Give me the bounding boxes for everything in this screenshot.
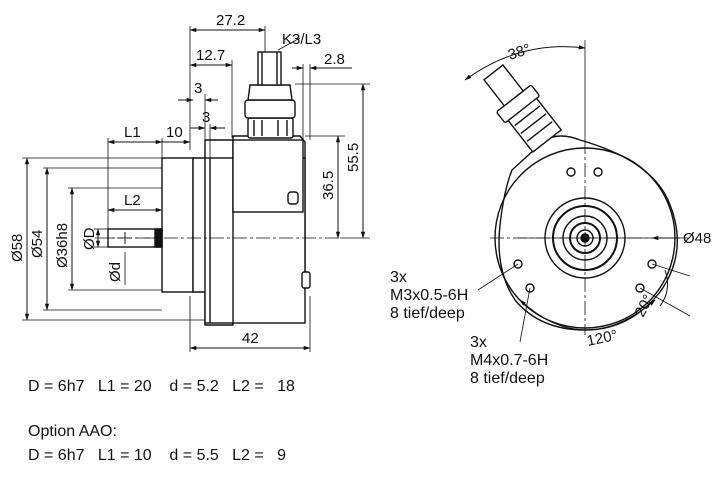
m4-count: 3x [470, 334, 487, 351]
dim-L1: L1 [124, 124, 141, 141]
flange [161, 157, 194, 293]
m4-depth: 8 tief/deep [470, 370, 545, 387]
dia-D: ØD [81, 227, 98, 250]
dim-3-top: 3 [194, 80, 202, 97]
dia-54: Ø54 [29, 230, 46, 258]
dia-36h8: Ø36h8 [54, 223, 71, 268]
m3-depth: 8 tief/deep [390, 305, 465, 322]
spec-standard: D = 6h7 L1 = 20 d = 5.2 L2 = 18 [28, 378, 295, 395]
m3-hole [647, 259, 657, 269]
dim-3-bottom: 3 [202, 109, 210, 126]
m4-thread: M4x0.7-6H [470, 352, 548, 369]
dim-27-2: 27.2 [216, 12, 245, 29]
m4-hole [525, 283, 535, 293]
m3-hole [566, 167, 576, 177]
dim-12-7: 12.7 [196, 47, 225, 64]
cable-label: K3/L3 [282, 31, 321, 48]
m3-hole [513, 259, 523, 269]
dim-L2: L2 [124, 192, 141, 209]
dia-d: Ød [107, 262, 124, 282]
dim-36-5: 36.5 [320, 171, 337, 200]
side-view [22, 26, 370, 352]
angle-38: 38° [506, 41, 533, 64]
dia-48: Ø48 [683, 230, 711, 247]
dim-10: 10 [166, 124, 183, 141]
dim-55-5: 55.5 [345, 143, 362, 172]
m3-count: 3x [390, 269, 407, 286]
spec-option: D = 6h7 L1 = 10 d = 5.5 L2 = 9 [28, 447, 286, 464]
dim-42: 42 [242, 330, 259, 347]
cable-gland [244, 51, 296, 139]
option-label: Option AAO: [28, 423, 117, 440]
front-view [464, 40, 691, 343]
m3-thread: M3x0.5-6H [390, 287, 468, 304]
m4-hole [635, 283, 645, 293]
dia-58: Ø58 [9, 234, 26, 262]
m4-hole [593, 167, 603, 177]
dim-2-8: 2.8 [324, 51, 345, 68]
angle-120: 120° [585, 327, 619, 350]
